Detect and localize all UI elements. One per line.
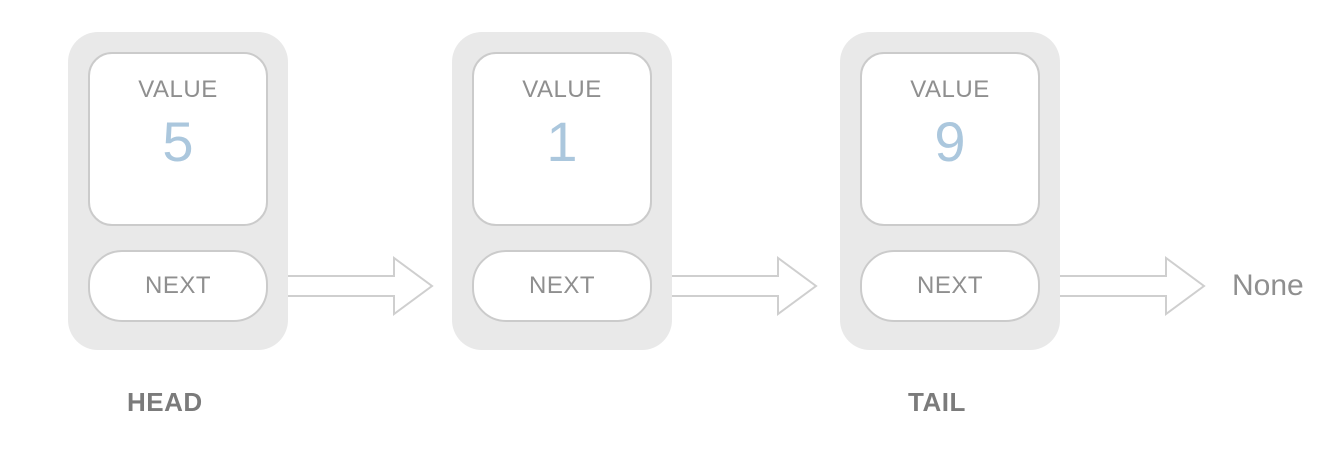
value-box: VALUE 5 [88, 52, 268, 226]
next-pointer-arrow-3 [1036, 256, 1206, 316]
value-label: VALUE [138, 76, 218, 103]
tail-pointer-label: TAIL [908, 387, 966, 417]
node-value: 1 [546, 110, 578, 173]
next-pointer-box: NEXT [860, 250, 1040, 322]
list-node-2: VALUE 1 NEXT [452, 32, 672, 350]
next-label: NEXT [528, 272, 595, 299]
list-node-3: VALUE 9 NEXT [840, 32, 1060, 350]
next-pointer-box: NEXT [88, 250, 268, 322]
next-pointer-arrow-1 [264, 256, 434, 316]
next-pointer-box: NEXT [472, 250, 652, 322]
next-label: NEXT [916, 272, 983, 299]
value-label: VALUE [522, 76, 602, 103]
node-value: 9 [934, 110, 966, 173]
value-box: VALUE 9 [860, 52, 1040, 226]
node-value: 5 [162, 110, 194, 173]
head-pointer-label: HEAD [127, 387, 203, 417]
next-pointer-arrow-2 [648, 256, 818, 316]
next-label: NEXT [144, 272, 211, 299]
list-node-1: VALUE 5 NEXT [68, 32, 288, 350]
value-box: VALUE 1 [472, 52, 652, 226]
none-terminator-label: None [1232, 269, 1304, 302]
value-label: VALUE [910, 76, 990, 103]
